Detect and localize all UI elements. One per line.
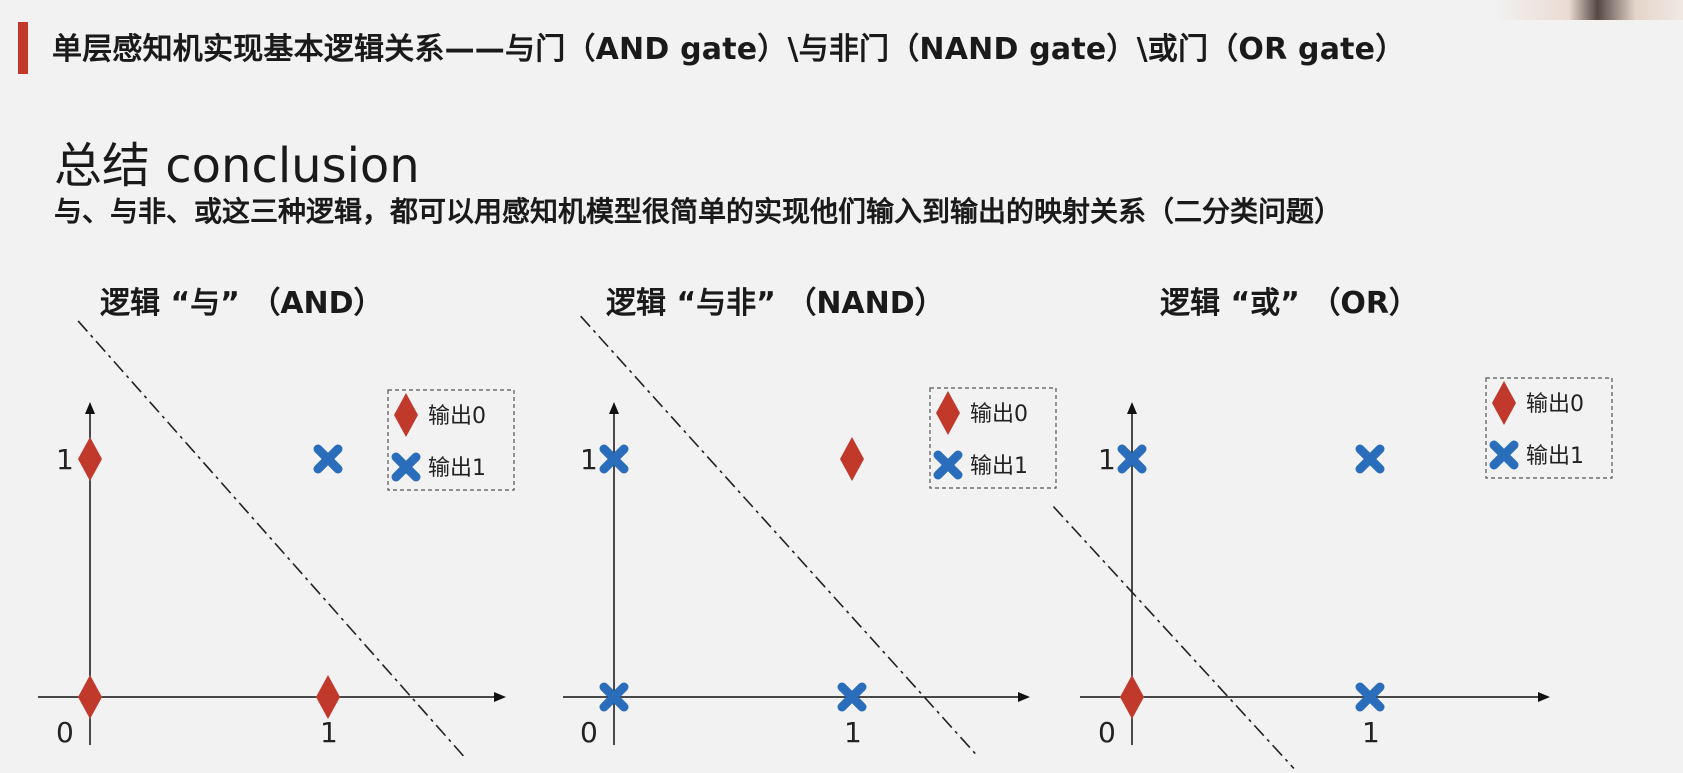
chart1-decision-boundary	[580, 315, 977, 755]
chart2-legend-output1: 输出1	[1526, 444, 1584, 469]
summary-text: 与、与非、或这三种逻辑，都可以用感知机模型很简单的实现他们输入到输出的映射关系（…	[54, 195, 1343, 228]
page-title: 单层感知机实现基本逻辑关系——与门（AND gate）\与非门（NAND gat…	[52, 32, 1406, 67]
chart1-point-3-diamond-icon	[840, 437, 864, 481]
chart2-point-0-diamond-icon	[1120, 675, 1144, 719]
and-chart-title: 逻辑 “与” （AND）	[100, 286, 384, 321]
chart1-tick-y1: 1	[580, 443, 598, 476]
chart0-legend-output0: 输出0	[428, 404, 486, 429]
or-chart-title: 逻辑 “或” （OR）	[1160, 286, 1419, 321]
chart2-point-3-cross-icon	[1355, 444, 1385, 474]
chart2-tick-origin: 0	[1098, 716, 1116, 749]
chart2-y-axis-arrow	[1127, 402, 1137, 414]
chart2-tick-y1: 1	[1098, 443, 1116, 476]
chart0-decision-boundary	[77, 320, 467, 760]
header-accent-bar	[18, 22, 28, 74]
chart0-point-3-cross-icon	[313, 444, 343, 474]
chart2-point-2-cross-icon	[1117, 444, 1147, 474]
chart0-tick-y1: 1	[56, 443, 74, 476]
chart0-point-1-diamond-icon	[316, 675, 340, 719]
chart1-x-axis-arrow	[1018, 692, 1030, 702]
chart2-legend-cross-icon	[1489, 440, 1519, 470]
chart2-legend-diamond-icon	[1492, 381, 1516, 425]
chart0-legend-box	[387, 389, 515, 491]
nand-chart-title: 逻辑 “与非” （NAND）	[606, 286, 945, 321]
chart1-y-axis-arrow	[609, 402, 619, 414]
presenter-video-thumbnail	[1493, 0, 1683, 20]
chart0-legend-output1: 输出1	[428, 456, 486, 481]
chart1-tick-x1: 1	[844, 716, 862, 749]
chart0-x-axis-arrow	[494, 692, 506, 702]
chart2-point-1-cross-icon	[1355, 682, 1385, 712]
chart0-legend-diamond-icon	[394, 393, 418, 437]
chart0-point-2-diamond-icon	[78, 437, 102, 481]
chart1-legend-cross-icon	[933, 450, 963, 480]
chart1-point-1-cross-icon	[837, 682, 867, 712]
chart0-tick-x1: 1	[320, 716, 338, 749]
chart1-legend-box	[929, 387, 1057, 489]
chart2-tick-x1: 1	[1362, 716, 1380, 749]
chart2-decision-boundary	[1052, 506, 1295, 769]
chart2-legend-output0: 输出0	[1526, 392, 1584, 417]
chart1-point-0-cross-icon	[599, 682, 629, 712]
chart0-tick-origin: 0	[56, 716, 74, 749]
chart0-y-axis-arrow	[85, 402, 95, 414]
chart1-point-2-cross-icon	[599, 444, 629, 474]
section-title: 总结 conclusion	[54, 138, 420, 194]
chart1-tick-origin: 0	[580, 716, 598, 749]
chart0-legend-cross-icon	[391, 452, 421, 482]
chart1-legend-output1: 输出1	[970, 454, 1028, 479]
chart1-legend-diamond-icon	[936, 391, 960, 435]
chart1-legend-output0: 输出0	[970, 402, 1028, 427]
chart0-point-0-diamond-icon	[78, 675, 102, 719]
chart2-x-axis-arrow	[1538, 692, 1550, 702]
chart2-legend-box	[1485, 377, 1613, 479]
